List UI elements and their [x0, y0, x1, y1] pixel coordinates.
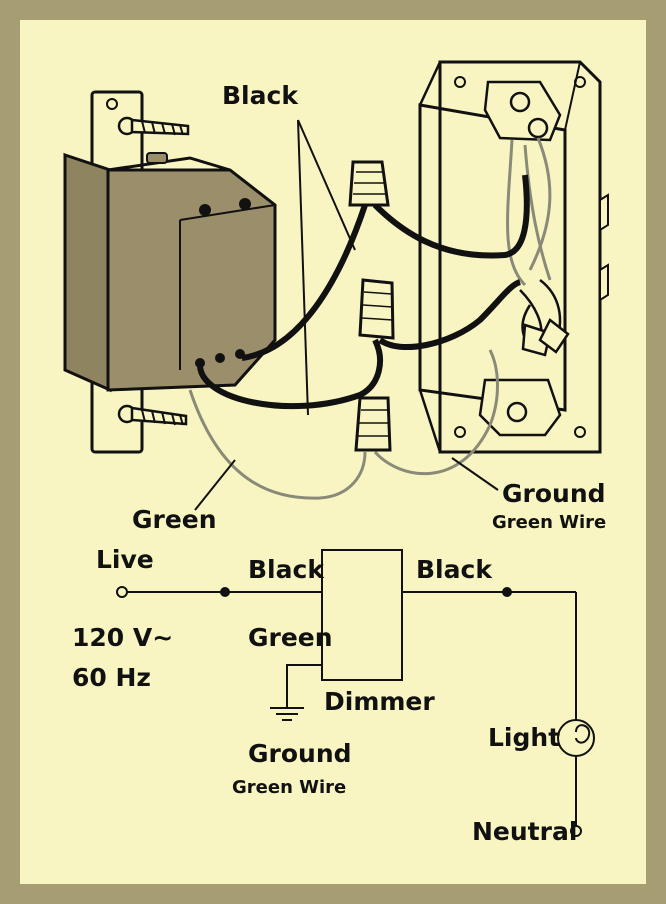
- dimmer-block: [321, 549, 403, 681]
- lead-hole-2: [215, 353, 225, 363]
- box-wire-nut-2: [538, 318, 570, 354]
- wire-nut-3: [354, 396, 392, 452]
- label-ground-sub: Green Wire: [492, 512, 606, 533]
- label-ground-schematic: Ground: [248, 739, 352, 768]
- dimmer-body-side: [63, 152, 112, 393]
- terminal-hole-left: [199, 204, 211, 216]
- diagram-canvas: Black Green Ground Green Wire Live Black: [20, 20, 646, 884]
- ground-wire: [188, 389, 367, 500]
- label-dimmer: Dimmer: [324, 687, 435, 716]
- live-terminal: [116, 586, 128, 598]
- electrical-box-illustration: [418, 60, 609, 454]
- dimmer-switch-illustration: [63, 90, 277, 454]
- neutral-terminal: [570, 825, 582, 837]
- label-voltage: 120 V~: [72, 623, 173, 652]
- label-ground-schematic-sub: Green Wire: [232, 777, 346, 798]
- wire-nut-2: [358, 278, 395, 340]
- box-back: [438, 60, 602, 454]
- label-live: Live: [96, 545, 154, 574]
- wiring-diagram: Black Green Ground Green Wire Live Black: [63, 60, 609, 846]
- cable-clamp-bottom: [478, 378, 562, 437]
- label-neutral: Neutral: [472, 817, 577, 846]
- label-black-left: Black: [248, 555, 325, 584]
- terminal-hole-right: [239, 198, 251, 210]
- light-bulb-icon: [557, 719, 595, 757]
- label-green-bottom: Green: [132, 505, 217, 534]
- strap-screw-top: [106, 98, 118, 110]
- label-black-right: Black: [416, 555, 493, 584]
- label-frequency: 60 Hz: [72, 663, 151, 692]
- dimmer-body-edge: [107, 156, 231, 172]
- schematic: [116, 549, 595, 837]
- label-ground: Ground: [502, 479, 606, 508]
- mounting-screw-bottom: [117, 404, 188, 426]
- label-green-schematic: Green: [248, 623, 333, 652]
- ground-symbol-icon: [270, 707, 304, 721]
- ground-screw: [527, 117, 549, 139]
- wires-illustration: [188, 119, 530, 511]
- mounting-screw-top: [117, 116, 190, 136]
- label-black-top: Black: [222, 81, 299, 110]
- black-wire-2: [197, 338, 383, 410]
- black-wire-1: [241, 204, 368, 361]
- label-light: Light: [488, 723, 560, 752]
